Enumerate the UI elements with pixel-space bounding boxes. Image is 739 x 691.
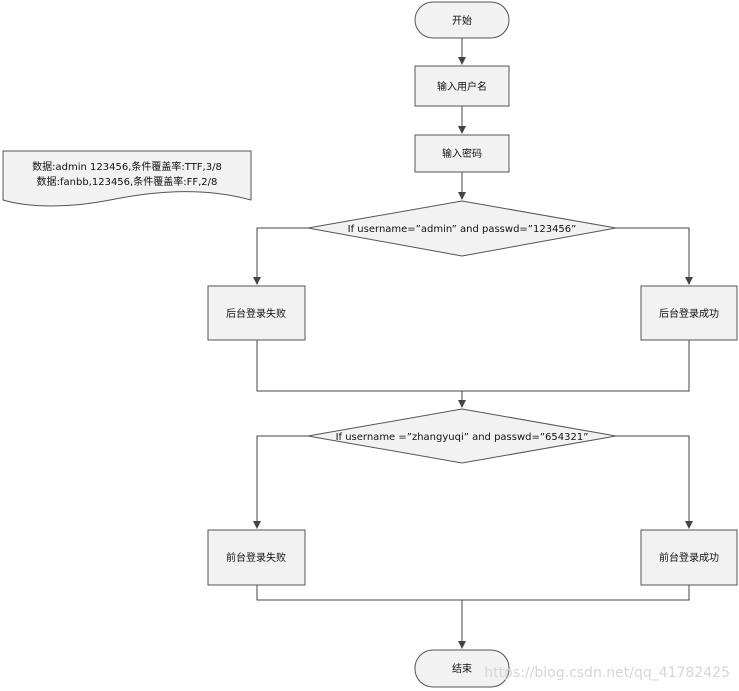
frontend-success-box [640, 529, 738, 586]
connector-backend-merge [256, 340, 690, 392]
input-password-label: 输入密码 [442, 147, 482, 160]
input-username-label: 输入用户名 [437, 80, 487, 93]
test-data-line-1: 数据:admin 123456,条件覆盖率:TTF,3/8 [32, 160, 222, 173]
backend-success-box [640, 285, 738, 341]
watermark-text: https://blog.csdn.net/qq_41782425 [484, 665, 730, 681]
test-data-line-2: 数据:fanbb,123456,条件覆盖率:FF,2/8 [37, 175, 218, 188]
start-label: 开始 [452, 14, 472, 27]
input-password-box [414, 134, 510, 173]
end-terminator [414, 649, 510, 688]
connector-decision2-to-frontend-success [616, 435, 693, 529]
test-data-note [2, 150, 252, 207]
connector-decision2-to-frontend-fail [253, 435, 308, 529]
decision-backend-diamond [307, 200, 617, 257]
frontend-success-label: 前台登录成功 [659, 551, 719, 564]
decision-frontend-label: If username =”zhangyuqi” and passwd=”654… [336, 432, 589, 443]
backend-success-label: 后台登录成功 [659, 307, 719, 320]
decision-backend-label: If username=”admin” and passwd=”123456” [348, 224, 577, 235]
backend-fail-box [207, 285, 306, 341]
end-label: 结束 [452, 662, 472, 675]
input-username-box [414, 65, 510, 107]
connector-decision1-to-backend-success [616, 227, 693, 285]
frontend-fail-label: 前台登录失败 [226, 551, 286, 564]
frontend-fail-box [207, 529, 306, 586]
connector-decision1-to-backend-fail [253, 227, 308, 285]
backend-fail-label: 后台登录失败 [226, 307, 286, 320]
start-terminator [414, 1, 510, 39]
decision-frontend-diamond [307, 408, 617, 464]
connector-frontend-merge [256, 585, 690, 601]
